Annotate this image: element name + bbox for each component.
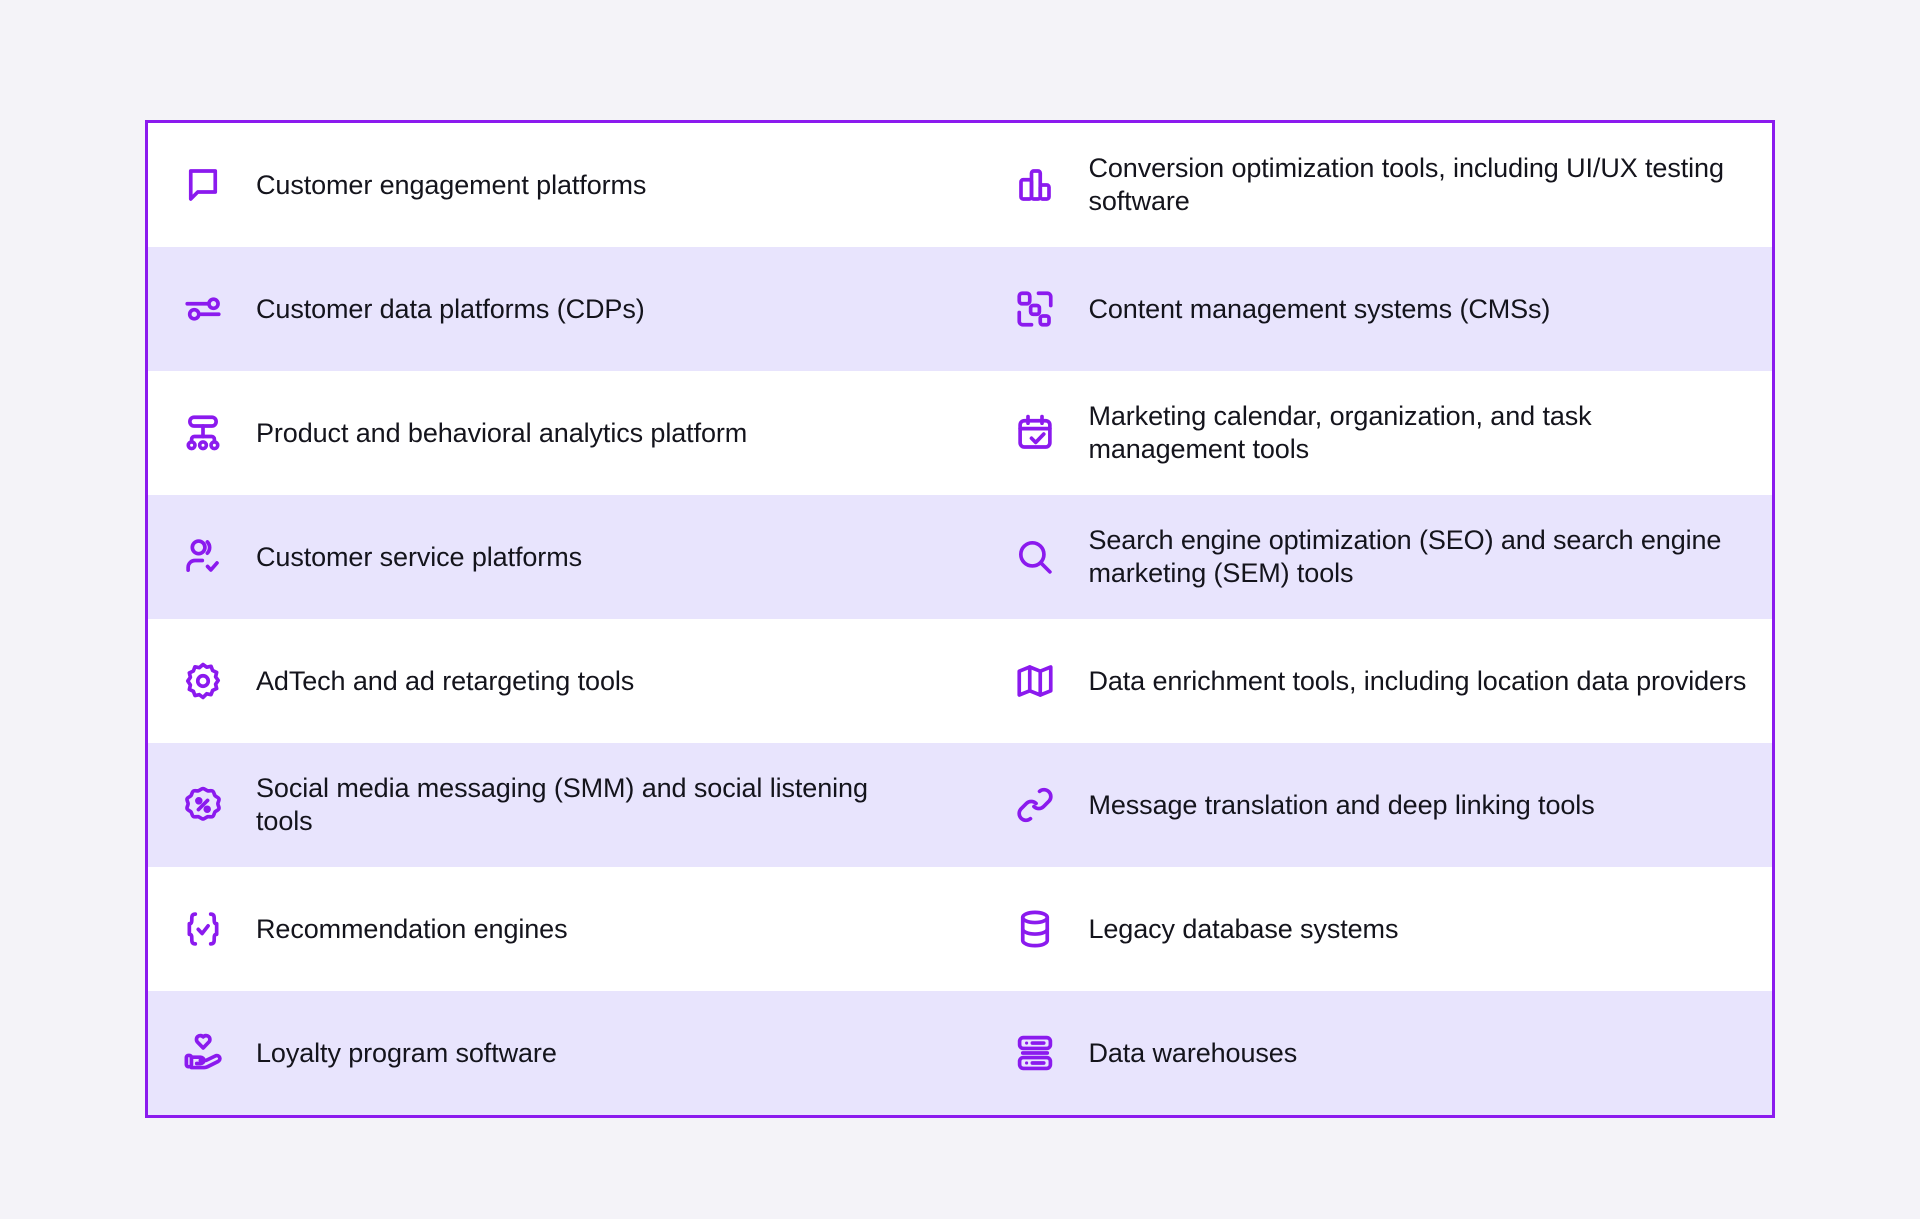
braces-check-icon [180, 906, 226, 952]
table-cell-right: Data warehouses [992, 991, 1772, 1115]
table-cell-label: AdTech and ad retargeting tools [256, 665, 635, 696]
table-cell-label: Recommendation engines [256, 913, 568, 944]
sliders-icon [180, 286, 226, 332]
map-icon [1012, 658, 1058, 704]
table-cell-right: Data enrichment tools, including locatio… [992, 619, 1772, 743]
table-cell-label: Marketing calendar, organization, and ta… [1088, 401, 1592, 464]
hierarchy-icon [180, 410, 226, 456]
table-row: Customer engagement platforms Conversion… [148, 123, 1772, 247]
link-icon [1012, 782, 1058, 828]
table-cell-label: Search engine optimization (SEO) and sea… [1088, 525, 1722, 588]
table-cell-left: Customer data platforms (CDPs) [148, 247, 992, 371]
table-cell-label: Data enrichment tools, including locatio… [1088, 665, 1747, 696]
table-cell-label: Legacy database systems [1088, 913, 1399, 944]
table-cell-label: Customer data platforms (CDPs) [256, 293, 645, 324]
table-cell-right: Conversion optimization tools, including… [992, 123, 1772, 247]
table-cell-label: Product and behavioral analytics platfor… [256, 417, 748, 448]
table-cell-label: Data warehouses [1088, 1037, 1298, 1068]
percent-badge-icon [180, 782, 226, 828]
table-cell-right: Content management systems (CMSs) [992, 247, 1772, 371]
tools-category-table: Customer engagement platforms Conversion… [145, 120, 1775, 1118]
table-cell-label: Conversion optimization tools, including… [1088, 153, 1724, 216]
gear-icon [180, 658, 226, 704]
server-rack-icon [1012, 1030, 1058, 1076]
table-row: Recommendation engines Legacy database s… [148, 867, 1772, 991]
table-cell-label: Content management systems (CMSs) [1088, 293, 1551, 324]
table-cell-left: Customer engagement platforms [148, 123, 992, 247]
table-row: Customer data platforms (CDPs) Content m… [148, 247, 1772, 371]
chat-bubble-icon [180, 162, 226, 208]
table-cell-right: Message translation and deep linking too… [992, 743, 1772, 867]
database-icon [1012, 906, 1058, 952]
table-cell-label: Loyalty program software [256, 1037, 557, 1068]
table-cell-right: Legacy database systems [992, 867, 1772, 991]
bar-chart-icon [1012, 162, 1058, 208]
table-cell-label: Message translation and deep linking too… [1088, 789, 1595, 820]
table-row: Customer service platforms Search engine… [148, 495, 1772, 619]
search-icon [1012, 534, 1058, 580]
table-cell-left: Recommendation engines [148, 867, 992, 991]
table-row: AdTech and ad retargeting tools Data enr… [148, 619, 1772, 743]
calendar-check-icon [1012, 410, 1058, 456]
table-row: Social media messaging (SMM) and social … [148, 743, 1772, 867]
table-cell-left: AdTech and ad retargeting tools [148, 619, 992, 743]
table-row: Product and behavioral analytics platfor… [148, 371, 1772, 495]
table-cell-label: Customer engagement platforms [256, 169, 647, 200]
table-cell-left: Customer service platforms [148, 495, 992, 619]
table-cell-right: Search engine optimization (SEO) and sea… [992, 495, 1772, 619]
table-cell-left: Social media messaging (SMM) and social … [148, 743, 992, 867]
table-cell-label: Social media messaging (SMM) and social … [256, 773, 868, 836]
hand-heart-icon [180, 1030, 226, 1076]
table-cell-label: Customer service platforms [256, 541, 582, 572]
table-row: Loyalty program software Data warehouses [148, 991, 1772, 1115]
table-cell-left: Loyalty program software [148, 991, 992, 1115]
layout-blocks-icon [1012, 286, 1058, 332]
table-cell-left: Product and behavioral analytics platfor… [148, 371, 992, 495]
table-cell-right: Marketing calendar, organization, and ta… [992, 371, 1772, 495]
user-check-icon [180, 534, 226, 580]
